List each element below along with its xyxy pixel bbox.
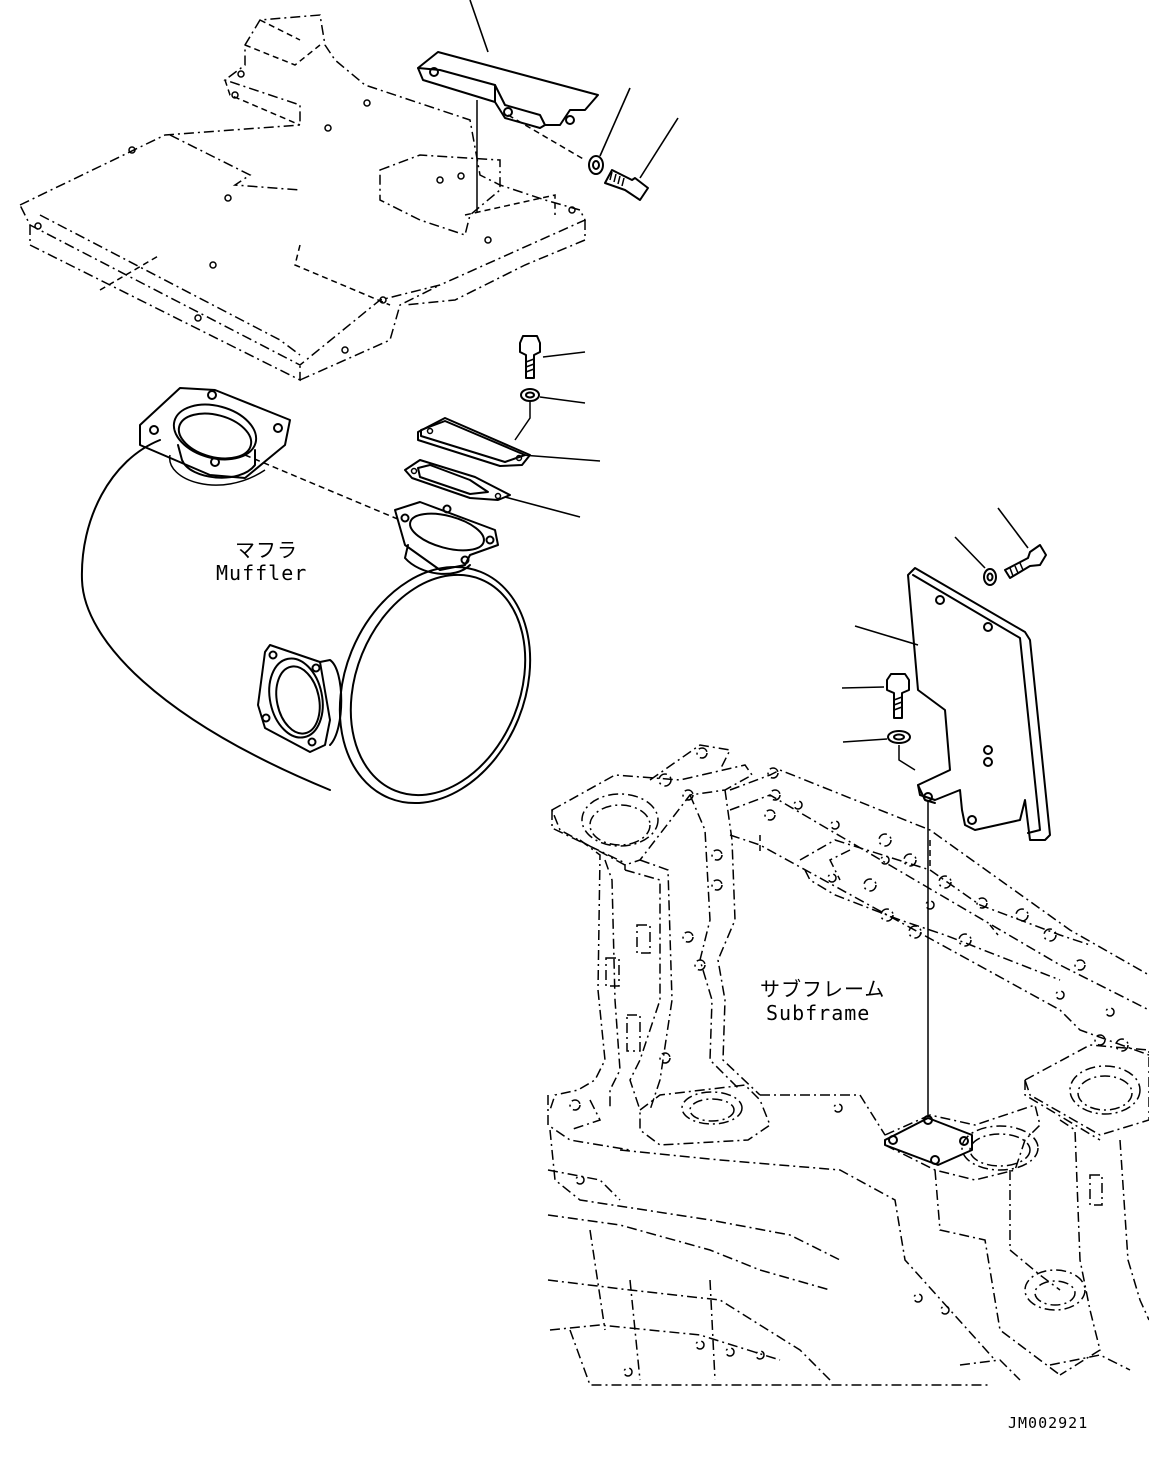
side-washer bbox=[842, 730, 916, 771]
subframe bbox=[547, 744, 1149, 1386]
top-bracket bbox=[417, 0, 599, 212]
muffler-label-jp: マフラ bbox=[235, 538, 298, 562]
bracket-bolt bbox=[997, 507, 1047, 579]
gasket bbox=[404, 459, 581, 518]
center-bolt bbox=[519, 335, 586, 379]
cover-plate-small bbox=[417, 417, 601, 467]
subframe-label-en: Subframe bbox=[766, 1001, 870, 1025]
subframe-label-jp: サブフレーム bbox=[760, 977, 885, 1001]
side-bolt bbox=[841, 673, 910, 719]
muffler bbox=[80, 387, 532, 805]
top-bolt bbox=[604, 117, 679, 201]
center-washer bbox=[514, 388, 586, 441]
top-washer bbox=[588, 87, 631, 175]
drawing-code: JM002921 bbox=[1008, 1414, 1088, 1432]
muffler-label-en: Muffler bbox=[216, 561, 307, 585]
side-bracket bbox=[854, 567, 1051, 1115]
cover-plate bbox=[18, 14, 587, 382]
bracket-washer bbox=[954, 536, 997, 586]
